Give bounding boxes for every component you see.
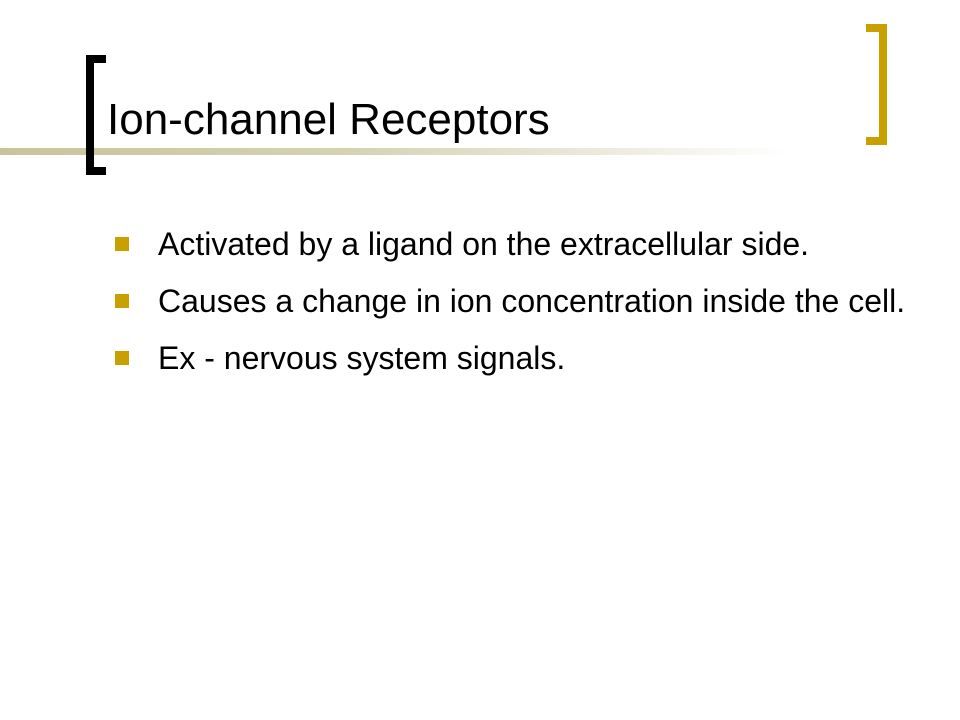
right-bracket-decoration <box>866 24 887 145</box>
bullet-text: Ex - nervous system signals. <box>158 340 566 376</box>
square-bullet-icon <box>115 294 129 308</box>
square-bullet-icon <box>115 237 129 251</box>
list-item: Ex - nervous system signals. <box>110 336 910 380</box>
square-bullet-icon <box>115 351 129 365</box>
bullet-text: Causes a change in ion concentration ins… <box>158 283 906 319</box>
title-accent-rule <box>0 148 790 155</box>
list-item: Causes a change in ion concentration ins… <box>110 279 910 323</box>
slide-title: Ion-channel Receptors <box>107 95 550 144</box>
list-item: Activated by a ligand on the extracellul… <box>110 222 910 266</box>
bullet-list: Activated by a ligand on the extracellul… <box>110 222 910 393</box>
bullet-text: Activated by a ligand on the extracellul… <box>158 226 810 262</box>
left-bracket-decoration <box>86 55 106 175</box>
